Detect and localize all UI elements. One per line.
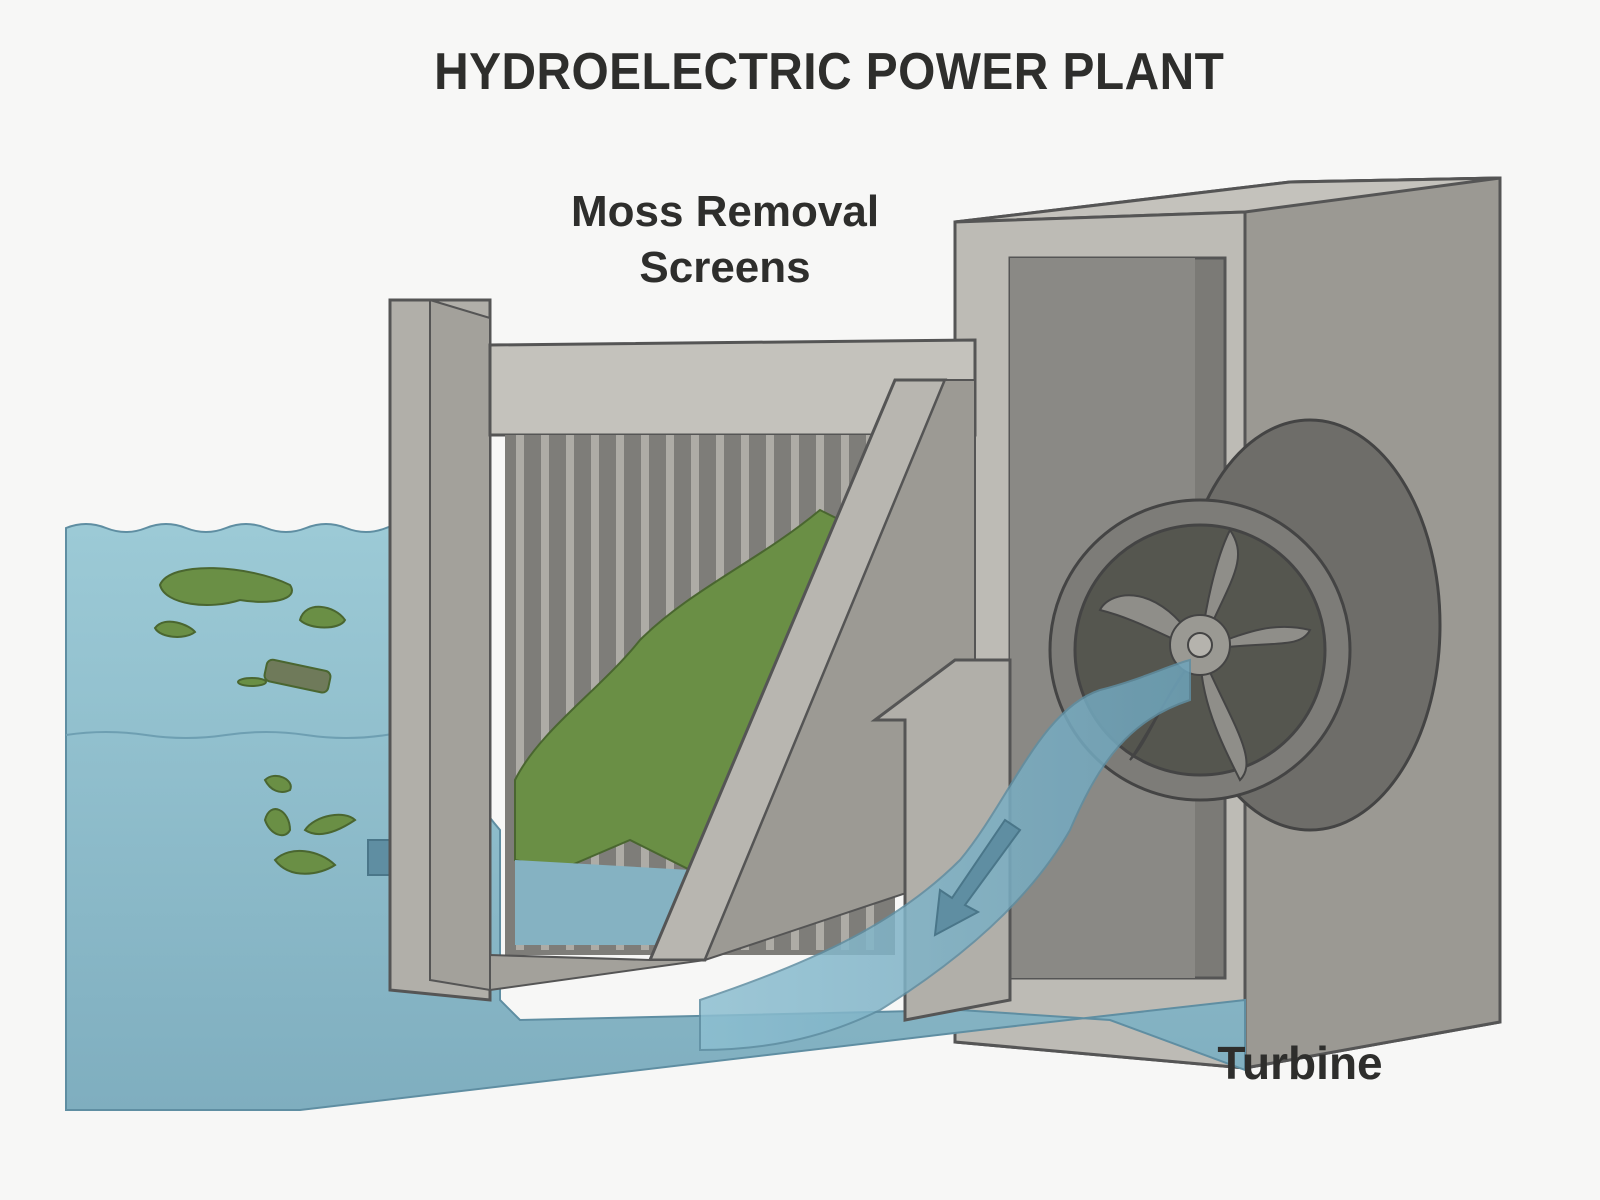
moss-removal-screens-label: Moss Removal Screens (540, 184, 910, 296)
floating-moss (153, 567, 357, 875)
diagram-title: HYDROELECTRIC POWER PLANT (434, 43, 1225, 101)
screens-label-line1: Moss Removal (570, 187, 880, 236)
water-flow-channel (699, 658, 1191, 1052)
moss-removal-screen (388, 298, 977, 1002)
screens-label-line2: Screens (639, 243, 811, 292)
flow-arrow-down-icon (933, 818, 1022, 937)
turbine-label: Turbine (1217, 1037, 1383, 1089)
